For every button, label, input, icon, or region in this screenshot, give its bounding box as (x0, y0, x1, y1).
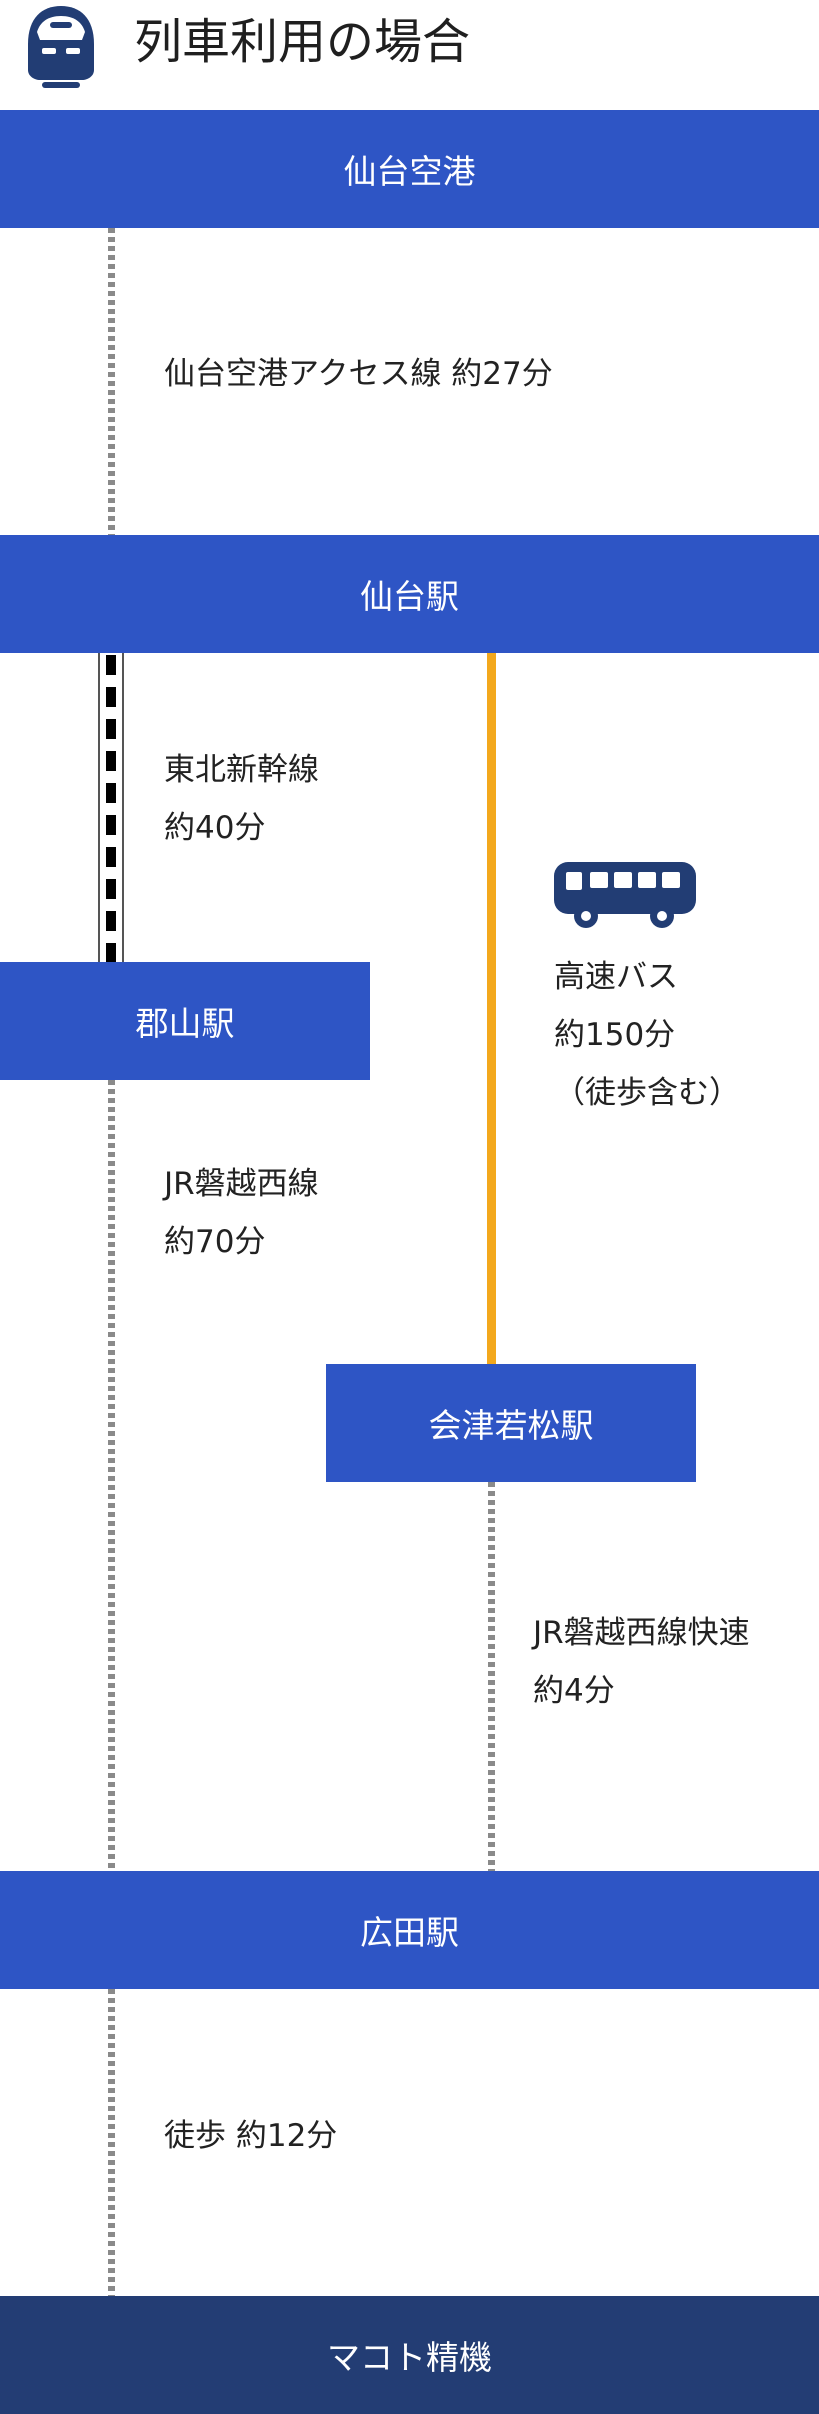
route-line-bus (487, 653, 496, 1364)
segment-bus-duration: 約150分 (554, 1017, 676, 1053)
segment-airport-access-label: 仙台空港アクセス線 約27分 (164, 356, 553, 392)
segment-bus-note: （徒歩含む） (554, 1075, 740, 1111)
segment-banetsu-rapid-line-name: JR磐越西線快速 (533, 1615, 750, 1651)
segment-shinkansen-duration: 約40分 (164, 810, 266, 846)
segment-bus-label: 高速バス 約150分 （徒歩含む） (554, 948, 740, 1122)
route-line-banetsu-rapid (488, 1482, 495, 1871)
station-destination: マコト精機 (0, 2296, 819, 2414)
bus-icon (554, 862, 696, 928)
station-aizu-wakamatsu: 会津若松駅 (326, 1364, 696, 1482)
segment-banetsu-rapid-label: JR磐越西線快速 約4分 (533, 1604, 750, 1720)
segment-walk-label: 徒歩 約12分 (164, 2118, 338, 2154)
station-sendai: 仙台駅 (0, 535, 819, 653)
station-hirota: 広田駅 (0, 1871, 819, 1989)
train-icon (28, 6, 94, 88)
route-line-banetsu-west (108, 1080, 115, 1871)
segment-shinkansen-label: 東北新幹線 約40分 (164, 741, 319, 857)
segment-banetsu-west-line-name: JR磐越西線 (164, 1166, 319, 1202)
segment-banetsu-rapid-duration: 約4分 (533, 1673, 615, 1709)
segment-banetsu-west-label: JR磐越西線 約70分 (164, 1155, 319, 1271)
segment-bus-line-name: 高速バス (554, 959, 678, 995)
page-header: 列車利用の場合 (0, 0, 819, 110)
page-title: 列車利用の場合 (134, 14, 471, 70)
route-line-shinkansen (98, 653, 124, 962)
station-sendai-airport: 仙台空港 (0, 110, 819, 228)
route-line-walk (108, 1989, 115, 2296)
segment-shinkansen-line-name: 東北新幹線 (164, 752, 319, 788)
segment-banetsu-west-duration: 約70分 (164, 1224, 266, 1260)
route-line-airport-access (108, 228, 115, 535)
station-koriyama: 郡山駅 (0, 962, 370, 1080)
